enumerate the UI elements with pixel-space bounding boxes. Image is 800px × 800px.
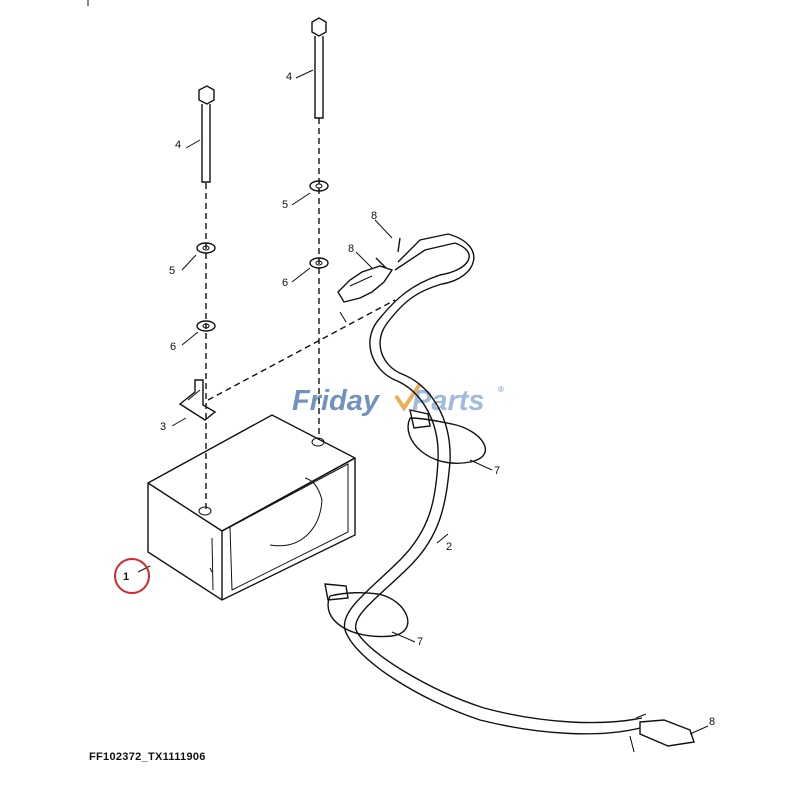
cable-harness (337, 233, 695, 753)
battery-box (147, 414, 356, 601)
callout-5-left: 5 (169, 265, 175, 277)
callout-labels: 4 4 5 5 6 6 3 2 7 7 8 8 8 1 (123, 71, 715, 728)
callout-4-right: 4 (286, 71, 292, 83)
cable-tie-upper (407, 409, 486, 464)
washers (196, 180, 329, 332)
callout-2: 2 (446, 541, 452, 553)
callout-4-left: 4 (175, 139, 181, 151)
callout-7-lower: 7 (417, 636, 423, 648)
callout-8-top: 8 (371, 210, 377, 222)
watermark-word-2: Parts (412, 385, 485, 417)
callout-1: 1 (123, 571, 129, 583)
callout-8-middle: 8 (348, 243, 354, 255)
callout-5-right: 5 (282, 199, 288, 211)
bolt-left (198, 85, 215, 183)
hold-down-bracket (178, 379, 217, 421)
watermark-word-1: Friday (292, 385, 381, 417)
callout-3: 3 (160, 421, 166, 433)
watermark-registered: ® (498, 385, 504, 394)
leader-lines (137, 69, 709, 735)
bolt-right (311, 17, 327, 119)
figure-caption: FF102372_TX1111906 (89, 751, 206, 763)
callout-6-left: 6 (170, 341, 176, 353)
callout-6-right: 6 (282, 277, 288, 289)
callout-7-upper: 7 (494, 465, 500, 477)
callout-8-bottom: 8 (709, 716, 715, 728)
cable-tie-lower (324, 583, 409, 638)
highlight-circle (114, 558, 150, 594)
axis-line-bracket (207, 299, 396, 401)
watermark-logo: Friday Parts ® (292, 382, 504, 417)
